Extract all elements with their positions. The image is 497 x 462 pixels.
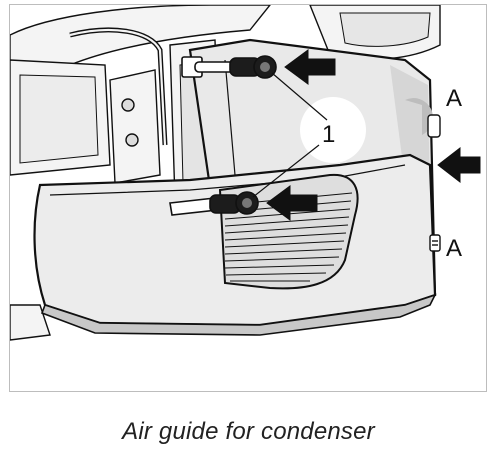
- leader-line-lower: [252, 144, 320, 198]
- leader-line-upper: [271, 72, 328, 121]
- lower-bolt-arrow-icon: [266, 185, 318, 221]
- callout-leaders: [252, 72, 328, 198]
- condenser-air-guide-illustration: 1 A A: [10, 5, 481, 341]
- diagram-frame: 1 A A: [9, 4, 487, 392]
- detail-callout-lower: A: [446, 235, 462, 262]
- side-clips: [427, 114, 441, 252]
- upper-bolt: [181, 55, 277, 79]
- upper-body-panel: [10, 5, 271, 76]
- upper-bolt-arrow-icon: [284, 49, 336, 85]
- lower-clip-icon: [429, 234, 441, 252]
- figure-caption: Air guide for condenser: [122, 418, 375, 445]
- upper-clip-icon: [427, 114, 441, 138]
- side-shading: [405, 98, 433, 135]
- bracket-plate: [109, 69, 161, 184]
- arrows: [266, 49, 481, 221]
- part-number-callout: 1: [322, 121, 335, 148]
- side-arrow-icon: [437, 146, 481, 184]
- lower-frame: [10, 304, 51, 341]
- detail-callout-upper: A: [446, 85, 462, 112]
- lower-bolt: [169, 191, 259, 216]
